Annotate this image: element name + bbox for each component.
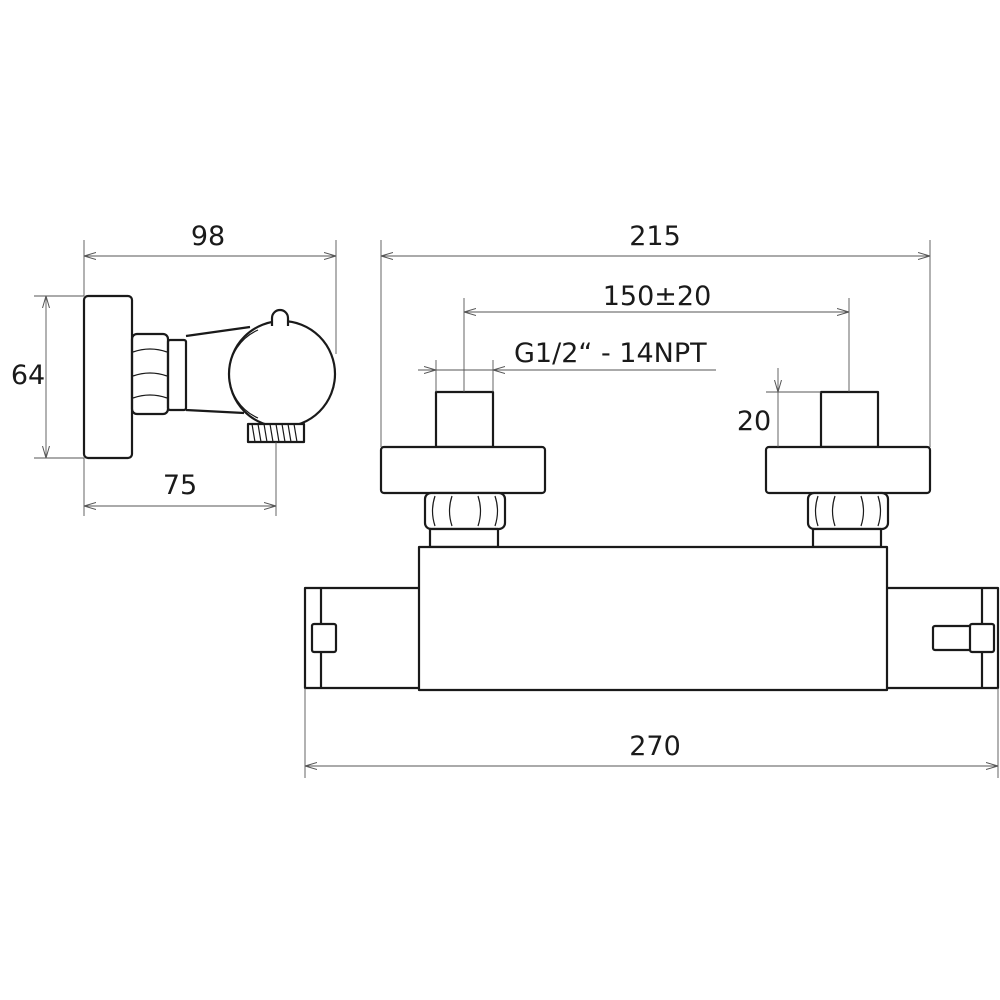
left-inlet-nipple bbox=[434, 390, 495, 449]
side-top-cap bbox=[270, 308, 290, 326]
left-wall-flange bbox=[379, 445, 547, 495]
dim-150-label: 150 bbox=[603, 281, 655, 312]
dim-215: 215 bbox=[380, 221, 931, 447]
right-hex-nut bbox=[806, 491, 890, 549]
front-view: 215 150±20 G1/2“ - 14NPT 20 bbox=[303, 221, 1000, 778]
dim-215-label: 215 bbox=[629, 221, 681, 252]
right-wall-flange bbox=[764, 445, 932, 495]
dim-75-label: 75 bbox=[163, 470, 197, 501]
dim-98-label: 98 bbox=[191, 221, 225, 252]
thread-callout: G1/2“ - 14NPT bbox=[418, 338, 716, 392]
dim-270: 270 bbox=[304, 688, 999, 778]
side-body-cylinder bbox=[227, 319, 337, 429]
svg-text:150±20: 150±20 bbox=[603, 281, 712, 312]
side-threaded-outlet bbox=[246, 422, 306, 444]
right-control-knob bbox=[931, 588, 996, 688]
dim-20-label: 20 bbox=[737, 406, 771, 437]
dim-64: 64 bbox=[11, 295, 84, 459]
side-connector-neck bbox=[185, 325, 251, 415]
left-control-knob bbox=[310, 588, 338, 688]
thread-label: G1/2“ - 14NPT bbox=[514, 338, 707, 369]
right-inlet-nipple bbox=[819, 390, 880, 449]
dim-20: 20 bbox=[737, 368, 821, 447]
side-wall-flange bbox=[82, 294, 134, 460]
dim-150-tolerance: ±20 bbox=[654, 281, 711, 312]
dim-150: 150±20 bbox=[463, 281, 850, 392]
dim-64-label: 64 bbox=[11, 360, 45, 391]
left-hex-nut bbox=[423, 491, 507, 549]
dim-270-label: 270 bbox=[629, 731, 681, 762]
mixer-central-body bbox=[417, 545, 889, 692]
dim-75: 75 bbox=[83, 442, 277, 516]
dim-98: 98 bbox=[83, 221, 337, 354]
side-body-inner bbox=[228, 329, 259, 419]
side-view: 98 64 75 bbox=[11, 221, 337, 516]
side-hex-nut bbox=[130, 332, 188, 416]
